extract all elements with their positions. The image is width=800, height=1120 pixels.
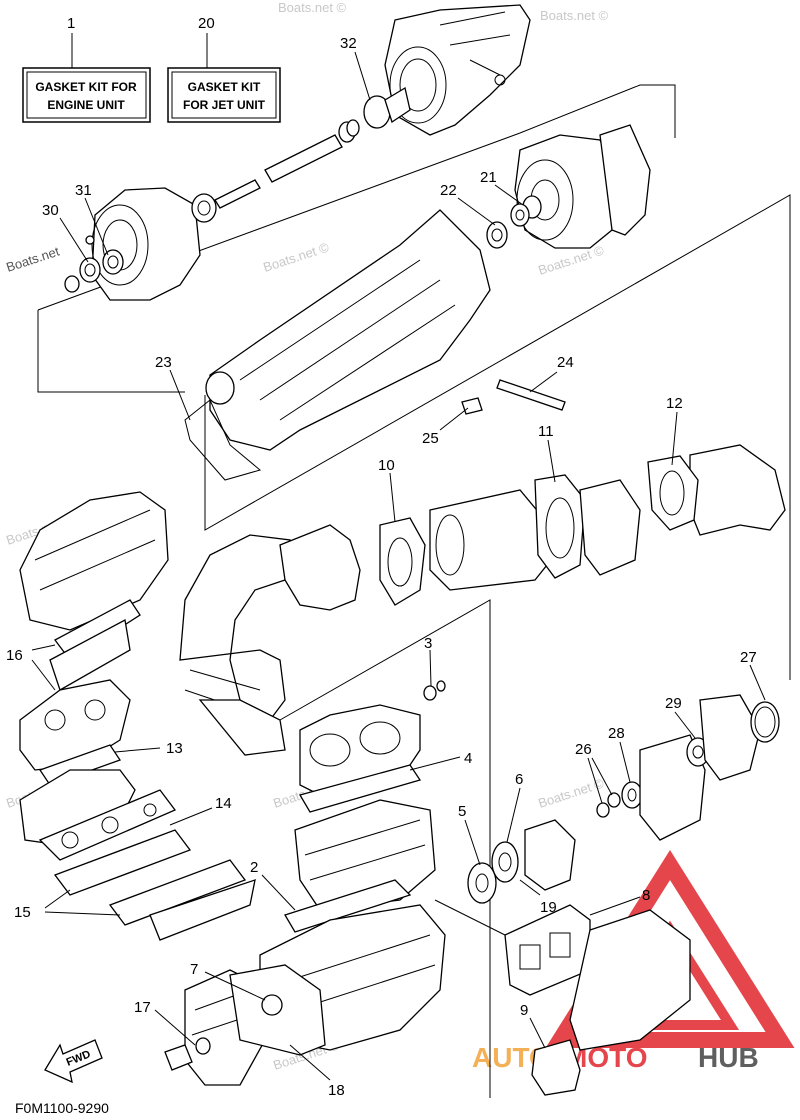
o-ring-27: [750, 701, 780, 743]
callout-8: 8: [642, 887, 650, 904]
bearing-28: [621, 781, 643, 809]
gasket-13: [38, 744, 122, 786]
callout-3: 3: [424, 635, 432, 652]
callout-2: 2: [250, 859, 258, 876]
leader-lines: [31, 51, 766, 1081]
cover-housing: [699, 694, 761, 781]
kit-jet-line1: GASKET KIT: [188, 80, 261, 94]
gasket-kit-jet-box: GASKET KIT FOR JET UNIT: [167, 33, 281, 123]
gasket-10: [379, 517, 426, 606]
callout-25: 25: [422, 430, 439, 447]
jet-intake-duct: [205, 209, 491, 451]
callout-14: 14: [215, 795, 232, 812]
callout-1: 1: [67, 15, 75, 32]
watermark-1: Boats.net ©: [278, 0, 347, 15]
kit-engine-line2: ENGINE UNIT: [47, 98, 125, 112]
exhaust-pipe-right: [579, 444, 786, 576]
callout-30: 30: [42, 202, 59, 219]
callout-31: 31: [75, 182, 92, 199]
callout-18: 18: [328, 1082, 345, 1099]
callout-7: 7: [190, 961, 198, 978]
brand-text-right: HUB: [698, 1042, 759, 1073]
fwd-arrow-icon: FWD: [44, 1039, 103, 1084]
gasket-4: [299, 764, 422, 813]
callout-21: 21: [480, 169, 497, 186]
jet-nozzle-housing: [384, 4, 531, 136]
gasket-8: [504, 904, 591, 996]
bearing-housing: [639, 734, 706, 841]
washer-3: [423, 680, 446, 701]
kit-jet-line2: FOR JET UNIT: [183, 98, 266, 112]
callout-12: 12: [666, 395, 683, 412]
seal-30: [64, 235, 101, 293]
callout-9: 9: [520, 1002, 528, 1019]
callout-29: 29: [665, 695, 682, 712]
callout-24: 24: [557, 354, 574, 371]
pad-25: [461, 397, 483, 415]
gasket-9: [531, 1039, 581, 1096]
watermark-4: Boats.net ©: [261, 239, 331, 274]
callout-19: 19: [540, 899, 557, 916]
watermark-10: Boats.net ©: [536, 775, 606, 810]
callout-32: 32: [340, 35, 357, 52]
watermark-2: Boats.net ©: [540, 8, 609, 23]
callout-15: 15: [14, 904, 31, 921]
o-ring-32: [363, 86, 411, 129]
impeller-housing-right: [514, 124, 651, 249]
gasket-2: [284, 879, 412, 933]
drive-shaft: [214, 119, 360, 209]
kit-engine-line1: GASKET KIT FOR: [35, 80, 137, 94]
gasket-15: [53, 829, 256, 941]
callout-23: 23: [155, 354, 172, 371]
callout-13: 13: [166, 740, 183, 757]
o-rings-26: [596, 792, 621, 818]
callout-6: 6: [515, 771, 523, 788]
callout-16: 16: [6, 647, 23, 664]
gasket-7: [229, 964, 326, 1056]
gasket-11: [534, 474, 586, 579]
callout-numbers: 1 20 32 31 30 22 21 23 24 25 12 11 10 16…: [6, 15, 757, 1099]
diagram-code: F0M1100-9290: [15, 1100, 109, 1116]
seal-5: [467, 862, 497, 904]
coupling-19: [524, 819, 576, 891]
seal-6: [491, 841, 519, 883]
callout-22: 22: [440, 182, 457, 199]
gasket-kit-engine-box: GASKET KIT FOR ENGINE UNIT: [22, 33, 151, 123]
fitting-17: [164, 1037, 211, 1071]
cylinder-head-left: [19, 491, 169, 631]
gasket-12: [647, 455, 699, 531]
muffler-body: [279, 489, 556, 611]
exhaust-manifold-right: [569, 909, 691, 1051]
callout-4: 4: [464, 750, 472, 767]
watermark-3: Boats.net: [4, 243, 61, 274]
callout-10: 10: [378, 457, 395, 474]
callout-26: 26: [575, 741, 592, 758]
callout-11: 11: [538, 423, 554, 440]
gasket-16: [49, 599, 141, 691]
callout-20: 20: [198, 15, 215, 32]
exhaust-elbow: [179, 534, 291, 756]
callout-5: 5: [458, 803, 466, 820]
intermediate-housing: [91, 187, 217, 301]
gasket-14: [38, 789, 177, 861]
callout-28: 28: [608, 725, 625, 742]
bearing-21: [510, 195, 542, 227]
gasket-23: [184, 399, 262, 481]
bearing-31: [102, 249, 124, 275]
strip-24: [496, 379, 566, 411]
callout-27: 27: [740, 649, 757, 666]
seal-22: [486, 221, 508, 249]
callout-17: 17: [134, 999, 151, 1016]
